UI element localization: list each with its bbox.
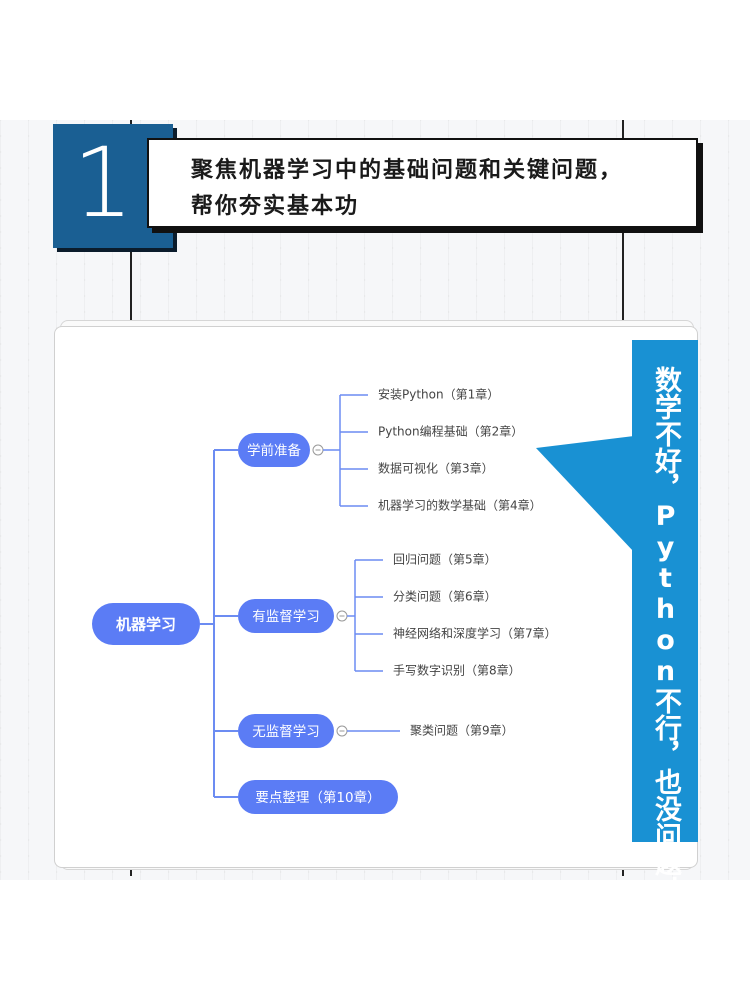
leaf-label: 回归问题（第5章） (393, 552, 497, 567)
leaf-label: Python编程基础（第2章） (378, 424, 523, 439)
branch-node-label: 要点整理（第10章） (255, 789, 380, 806)
leaf-label: 聚类问题（第9章） (410, 723, 514, 738)
branch-node (238, 714, 334, 748)
callout-banner: 数学不好，Python不行，也没问题！ (632, 340, 698, 903)
branch-node (238, 433, 310, 467)
leaf-label: 神经网络和深度学习（第7章） (393, 626, 557, 641)
guide-line-left-bottom (130, 866, 132, 876)
root-node (92, 603, 200, 645)
branch-node-label: 有监督学习 (252, 609, 320, 625)
leaf-label: 数据可视化（第3章） (378, 461, 494, 476)
callout-text: 数学不好，Python不行，也没问题！ (650, 366, 681, 903)
section-title-line-1: 聚焦机器学习中的基础问题和关键问题， (191, 158, 624, 183)
leaf-label: 安装Python（第1章） (378, 387, 499, 402)
callout-pointer (536, 436, 634, 552)
root-node-label: 机器学习 (116, 616, 176, 634)
section-title-box: 聚焦机器学习中的基础问题和关键问题， 帮你夯实基本功 (147, 138, 698, 228)
branch-node-label: 无监督学习 (252, 724, 320, 740)
branch-node (238, 599, 334, 633)
leaf-label: 机器学习的数学基础（第4章） (378, 498, 542, 513)
branch-node (238, 780, 398, 814)
guide-line-right-bottom (622, 866, 624, 876)
branch-node-label: 学前准备 (247, 442, 301, 459)
leaf-label: 手写数字识别（第8章） (393, 663, 521, 678)
section-number: 1 (72, 127, 134, 239)
section-title-line-2: 帮你夯实基本功 (191, 194, 360, 219)
leaf-label: 分类问题（第6章） (393, 589, 497, 604)
